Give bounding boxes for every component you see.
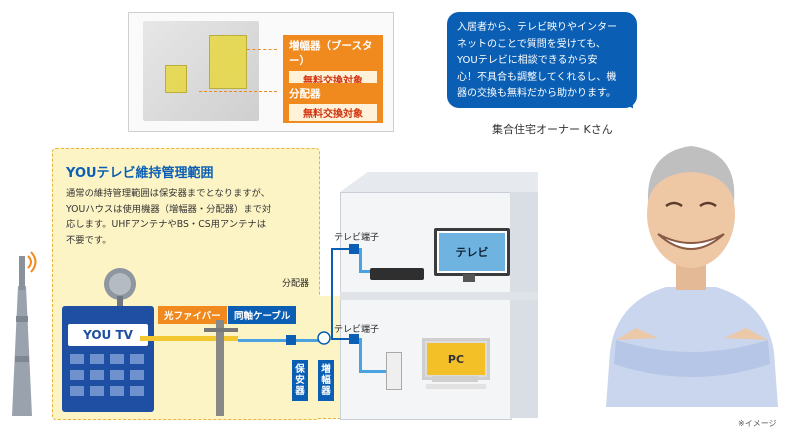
broadcast-tower-icon [12, 251, 37, 416]
television: テレビ [434, 228, 510, 276]
scope-line: 不要です。 [66, 234, 112, 246]
scope-line: 通常の維持管理範囲は保安器までとなりますが、 [66, 188, 271, 199]
tv-stand [463, 274, 475, 282]
protector-char: 保 [295, 364, 305, 375]
bubble-line: 心！不具合も調整してくれるし、機 [457, 71, 617, 83]
amplifier-char: 幅 [321, 375, 331, 386]
riser-cable [331, 248, 333, 338]
protector-junction [286, 335, 296, 345]
lower-pc-cable-h [359, 370, 387, 373]
pc-monitor: PC [422, 338, 490, 380]
satellite-dish-icon [104, 268, 136, 308]
booster-tag: 増幅器（ブースター） 無料交換対象 [283, 35, 383, 90]
splitter-tag-sub: 無料交換対象 [289, 104, 377, 121]
apartment-side [510, 192, 538, 418]
building-windows [70, 354, 144, 396]
scope-line: YOUハウスは使用機器（増幅器・分配器）まで対 [66, 203, 272, 215]
you-tv-logo: YOU TV [68, 324, 148, 346]
protector-char: 器 [295, 386, 305, 397]
pc-keyboard [426, 384, 486, 389]
bubble-line: 入居者から、テレビ映りやインター [457, 22, 617, 33]
splitter-tag: 分配器 無料交換対象 [283, 83, 383, 123]
terminal-label-lower: テレビ端子 [334, 325, 380, 335]
building-roof [340, 172, 538, 192]
testimonial-bubble: 入居者から、テレビ映りやインター ネットのことで質問を受けても、 YOUテレビに… [447, 12, 637, 108]
pc-monitor-base [432, 376, 478, 382]
coax-label: 同軸ケーブル [228, 306, 297, 324]
fiber-label: 光ファイバー [158, 306, 227, 324]
upper-tv-cable-h [359, 270, 371, 273]
protector-char: 安 [295, 375, 305, 386]
upper-tv-cable [359, 248, 362, 272]
coax-to-splitter [296, 339, 322, 342]
product-photo-panel: 増幅器（ブースター） 無料交換対象 分配器 無料交換対象 [128, 12, 394, 132]
booster-tag-title: 増幅器（ブースター） [289, 40, 373, 67]
maintenance-scope-area [52, 148, 320, 420]
terminal-label-upper: テレビ端子 [334, 233, 380, 243]
owner-portrait [606, 146, 778, 407]
amplifier-box: 増 幅 器 [318, 360, 334, 401]
upper-branch [331, 248, 349, 250]
protector-box: 保 安 器 [292, 360, 308, 401]
floor-separator [340, 292, 538, 300]
splitter-label: 分配器 [282, 279, 310, 289]
tv-terminal-lower [349, 334, 359, 344]
pc-tower [386, 352, 402, 390]
splitter-tag-title: 分配器 [289, 88, 321, 100]
utility-pole [216, 320, 224, 416]
amplifier-char: 増 [321, 364, 331, 375]
tv-label: テレビ [439, 233, 505, 271]
scope-line: 応します。UHFアンテナやBS・CS用アンテナは [66, 219, 267, 230]
bubble-line: ネットのことで質問を受けても、 [457, 38, 606, 50]
lower-pc-cable [359, 338, 362, 372]
amplifier-char: 器 [321, 386, 331, 397]
fiber-cable [140, 336, 238, 341]
equipment-photo [143, 21, 259, 121]
lower-branch [331, 338, 349, 340]
coax-cable [238, 339, 290, 342]
booster-leader-line [247, 49, 277, 50]
tv-terminal-upper [349, 244, 359, 254]
bubble-line: YOUテレビに相談できるから安 [457, 55, 598, 66]
booster-highlight [209, 35, 247, 89]
utility-pole-arm [204, 328, 238, 332]
splitter-highlight [165, 65, 187, 93]
pc-label: PC [427, 343, 485, 375]
image-note: ※イメージ [738, 419, 777, 428]
splitter-icon [317, 331, 331, 345]
testimonial-caption: 集合住宅オーナー Kさん [492, 123, 613, 136]
splitter-leader-line [199, 91, 277, 92]
scope-title: YOUテレビ維持管理範囲 [66, 166, 214, 181]
bubble-line: 器の交換も無料だから助かります。 [457, 88, 616, 99]
scope-description: 通常の維持管理範囲は保安器までとなりますが、 YOUハウスは使用機器（増幅器・分… [66, 186, 296, 248]
recorder-device [370, 268, 424, 280]
